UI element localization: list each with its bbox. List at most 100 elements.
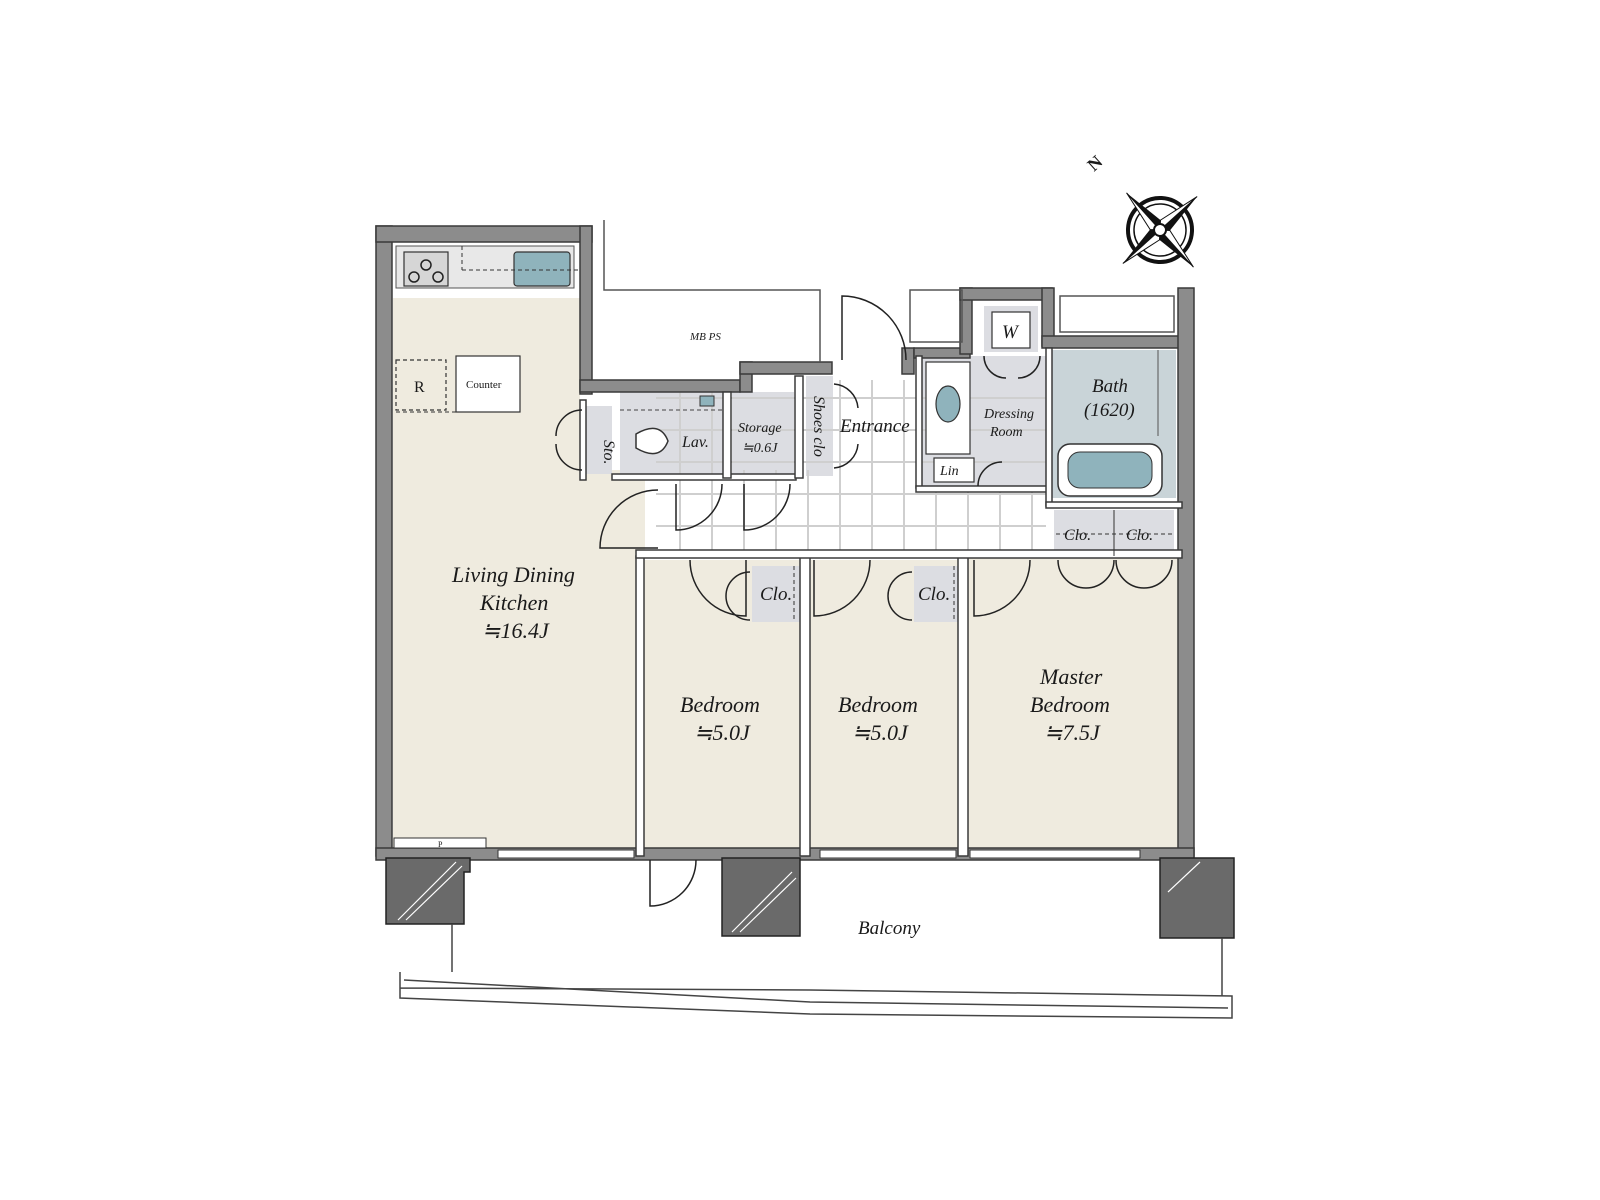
room-labels: Living Dining Kitchen ≒16.4J Bedroom ≒5.… xyxy=(451,562,1110,745)
ldk-pipe xyxy=(393,837,487,849)
sto-floor xyxy=(584,406,612,474)
counter xyxy=(455,355,521,413)
master-area: ≒7.5J xyxy=(1044,720,1101,745)
clo-bath-left-label: Clo. xyxy=(1064,527,1091,544)
washer-door-swing-left xyxy=(983,355,1007,379)
mb-ps-shaft: MB PS xyxy=(603,220,821,362)
burner-icon xyxy=(408,271,420,283)
clo-bath-right-label: Clo. xyxy=(1126,527,1153,544)
balcony-rail-outer xyxy=(399,972,1233,1019)
bed1-closet-swing-1 xyxy=(725,571,751,597)
counter-label: Counter xyxy=(466,379,502,391)
bath-fixtures: Bath (1620) xyxy=(1057,350,1163,497)
washer-label: W xyxy=(1002,322,1020,343)
mbps-label: MB PS xyxy=(689,331,721,343)
kitchen-sink xyxy=(513,251,571,287)
burner-icon xyxy=(420,259,432,271)
storage-label: Storage xyxy=(738,421,782,436)
toilet-door-swing xyxy=(675,483,723,531)
bathtub-water xyxy=(1067,451,1153,489)
partition-bath-left xyxy=(1045,347,1053,507)
sto-door-swing-bottom xyxy=(555,443,583,471)
bed1-closet-swing-2 xyxy=(725,595,751,621)
column-hatching xyxy=(397,861,1201,933)
toilet-fixtures: Lav. xyxy=(620,395,723,455)
bath-label-1: Bath xyxy=(1092,376,1128,397)
toilet-tank xyxy=(699,395,715,407)
refrigerator-space xyxy=(395,359,447,411)
compass-icon xyxy=(1122,192,1198,268)
shoes-closet-label: Shoes clo xyxy=(810,396,827,457)
bath-closet-swing-3 xyxy=(1115,559,1145,589)
wall-ldk-right-upper xyxy=(579,225,593,395)
bed1-door-swing xyxy=(689,559,747,617)
bath-closet-swing-4 xyxy=(1143,559,1173,589)
ldk-area: ≒16.4J xyxy=(482,618,550,643)
linen-label: Lin xyxy=(939,464,959,479)
bed1-label: Bedroom xyxy=(680,692,760,717)
entrance-tile-grid xyxy=(656,380,1046,556)
balcony-rail-inner xyxy=(403,979,1229,1009)
column-right xyxy=(1159,857,1235,939)
wall-right xyxy=(1177,287,1195,857)
partition-ldk-bed1 xyxy=(635,555,645,857)
bath-closets: Clo. Clo. xyxy=(1056,510,1172,556)
column-left xyxy=(385,857,471,925)
dressing-room-fixtures: Lin Dressing Room xyxy=(925,361,1034,483)
kitchen-fixtures: R Counter xyxy=(395,246,580,413)
bedroom-closets: Clo. Clo. xyxy=(760,566,955,622)
washer: W xyxy=(991,311,1031,349)
burner-icon xyxy=(432,271,444,283)
partition-dressing-left xyxy=(915,355,923,489)
bed2-label: Bedroom xyxy=(838,692,918,717)
partition-bath-bottom xyxy=(1045,501,1183,509)
bath-label-2: (1620) xyxy=(1084,400,1135,421)
entrance-label: Entrance xyxy=(839,416,910,437)
dressing-label-1: Dressing xyxy=(983,407,1034,422)
wall-bath-top xyxy=(1041,335,1183,349)
ldk-label-2: Kitchen xyxy=(479,590,548,615)
window-master xyxy=(969,849,1141,859)
partition-bed1-bed2 xyxy=(799,555,811,857)
partition-toilet-bottom xyxy=(611,473,797,481)
lav-label: Lav. xyxy=(681,434,709,451)
bath-closet-swing-2 xyxy=(1085,559,1115,589)
sto-door-swing-top xyxy=(555,409,583,437)
door-swings xyxy=(555,295,1173,907)
toilet-bowl-icon xyxy=(635,427,669,455)
wall-mbps-bottom-left xyxy=(579,379,741,393)
partition-toilet-right xyxy=(722,391,732,479)
wall-entrance-right-top xyxy=(901,347,915,375)
balcony-label: Balcony xyxy=(858,918,921,939)
interior-partitions xyxy=(579,347,1183,857)
master-label-1: Master xyxy=(1039,664,1103,689)
bed2-area: ≒5.0J xyxy=(852,720,909,745)
columns xyxy=(385,857,1235,939)
mbps-outline xyxy=(603,220,821,362)
bed2-closet-swing-2 xyxy=(887,595,913,621)
ldk-label-1: Living Dining xyxy=(451,562,575,587)
storage-door-swing xyxy=(743,483,791,531)
washer-door-swing-right xyxy=(1017,355,1041,379)
bed2-closet-swing-1 xyxy=(887,571,913,597)
master-bedroom-floor xyxy=(968,558,1180,848)
window-bed2 xyxy=(819,849,957,859)
wall-ldk-left xyxy=(375,225,393,857)
entrance-door-swing xyxy=(841,295,907,361)
ldk-floor xyxy=(393,298,645,850)
partition-sto-left xyxy=(579,399,587,481)
shoes-closet-floor xyxy=(806,376,833,476)
partition-storage-right xyxy=(794,375,804,479)
washbasin-icon xyxy=(935,385,961,423)
wall-mbps-bottom-right xyxy=(739,361,833,375)
exterior-boxes xyxy=(909,289,1175,343)
storage-area: ≒0.6J xyxy=(742,441,778,456)
clo-bed1-label: Clo. xyxy=(760,584,792,605)
bed1-area: ≒5.0J xyxy=(694,720,751,745)
partition-bed2-master xyxy=(957,555,969,857)
partition-dressing-bottom xyxy=(915,485,1051,493)
windows xyxy=(393,837,1141,859)
column-middle xyxy=(721,857,801,937)
balcony xyxy=(399,924,1233,1019)
